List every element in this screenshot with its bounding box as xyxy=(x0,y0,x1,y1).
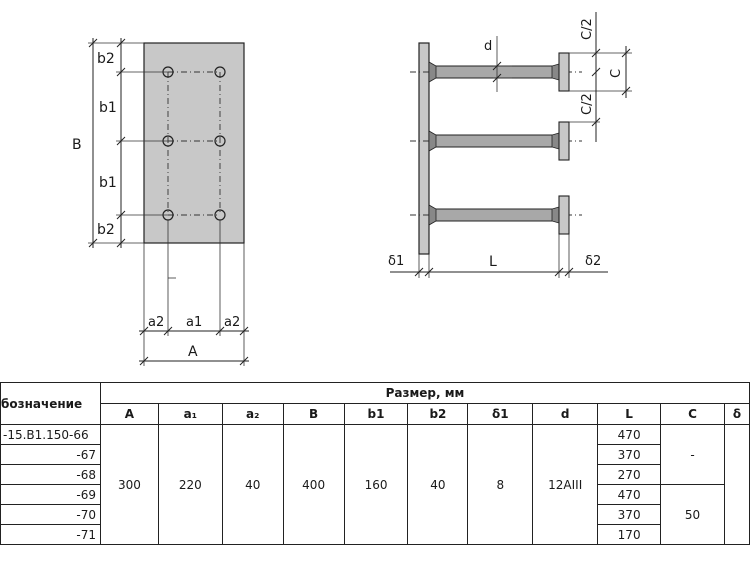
label-b2-top: b2 xyxy=(97,51,115,67)
specification-table: бозначение Размер, мм A a₁ a₂ B b1 b2 δ1… xyxy=(0,382,750,545)
cell-B: 400 xyxy=(282,424,345,545)
table-row: -67 370 xyxy=(0,444,750,465)
label-a2-left: a2 xyxy=(148,315,164,330)
col-header: b2 xyxy=(407,403,469,425)
table-row: -71 170 xyxy=(0,524,750,545)
row-designation: -68 xyxy=(0,464,101,485)
col-header: A xyxy=(99,403,159,425)
cell-d: 12AIII xyxy=(532,424,599,545)
col-header: C xyxy=(660,403,725,425)
label-delta1: δ1 xyxy=(388,254,404,269)
col-header: δ xyxy=(723,403,750,425)
label-delta2: δ2 xyxy=(585,254,601,269)
row-designation: -15.В1.150-66 xyxy=(0,424,101,445)
label-b1-upper: b1 xyxy=(99,100,117,116)
cell-L: 470 xyxy=(597,484,662,505)
stud-bottom xyxy=(428,195,570,235)
table-row: -15.В1.150-66 300 220 40 400 160 40 8 12… xyxy=(0,424,750,545)
cell-b1: 160 xyxy=(343,424,409,545)
stud-top xyxy=(428,52,570,92)
label-c: C xyxy=(609,69,624,78)
col-header: a₁ xyxy=(157,403,223,425)
col-header: b1 xyxy=(343,403,409,425)
cell-L: 170 xyxy=(597,524,662,545)
label-c-half-bottom: C/2 xyxy=(580,93,595,115)
label-b1-lower: b1 xyxy=(99,175,117,191)
embedded-plate xyxy=(143,42,245,244)
row-designation: -69 xyxy=(0,484,101,505)
cell-L: 370 xyxy=(597,444,662,465)
table-row: -69 470 50 xyxy=(0,484,750,545)
table-row: -68 270 xyxy=(0,464,750,485)
plan-view: b2 b1 b1 b2 B a2 a1 a2 A xyxy=(72,38,249,366)
cell-L: 370 xyxy=(597,504,662,525)
cell-b2: 40 xyxy=(407,424,469,545)
col-header: a₂ xyxy=(221,403,284,425)
row-designation: -71 xyxy=(0,524,101,545)
stud-circle xyxy=(214,66,226,78)
row-designation: -70 xyxy=(0,504,101,525)
label-B: B xyxy=(72,137,82,153)
cell-C: - xyxy=(660,424,725,485)
cell-L: 470 xyxy=(597,424,662,445)
base-plate-side xyxy=(418,42,430,255)
cell-a1: 220 xyxy=(157,424,223,545)
stud-circle xyxy=(214,135,226,147)
row-designation: -67 xyxy=(0,444,101,465)
col-header: d xyxy=(532,403,599,425)
studs-side xyxy=(428,52,570,235)
col-header: L xyxy=(597,403,662,425)
label-a2-right: a2 xyxy=(224,315,240,330)
stud-middle xyxy=(428,121,570,161)
cell-A: 300 xyxy=(99,424,159,545)
header-size-group: Размер, мм xyxy=(99,382,750,404)
cell-a2: 40 xyxy=(221,424,284,545)
cell-delta xyxy=(723,424,750,545)
col-header: B xyxy=(282,403,345,425)
technical-drawing: b2 b1 b1 b2 B a2 a1 a2 A xyxy=(72,12,632,366)
label-A: A xyxy=(188,344,198,360)
label-L: L xyxy=(489,254,497,270)
label-a1: a1 xyxy=(186,315,202,330)
label-b2-bottom: b2 xyxy=(97,222,115,238)
cell-L: 270 xyxy=(597,464,662,485)
cell-delta1: 8 xyxy=(467,424,534,545)
side-view: d C/2 C C/2 δ1 L δ2 xyxy=(388,12,632,278)
header-designation: бозначение xyxy=(0,382,101,425)
cell-C: 50 xyxy=(660,484,725,545)
col-header: δ1 xyxy=(467,403,534,425)
label-c-half-top: C/2 xyxy=(580,18,595,40)
label-d: d xyxy=(484,39,492,54)
